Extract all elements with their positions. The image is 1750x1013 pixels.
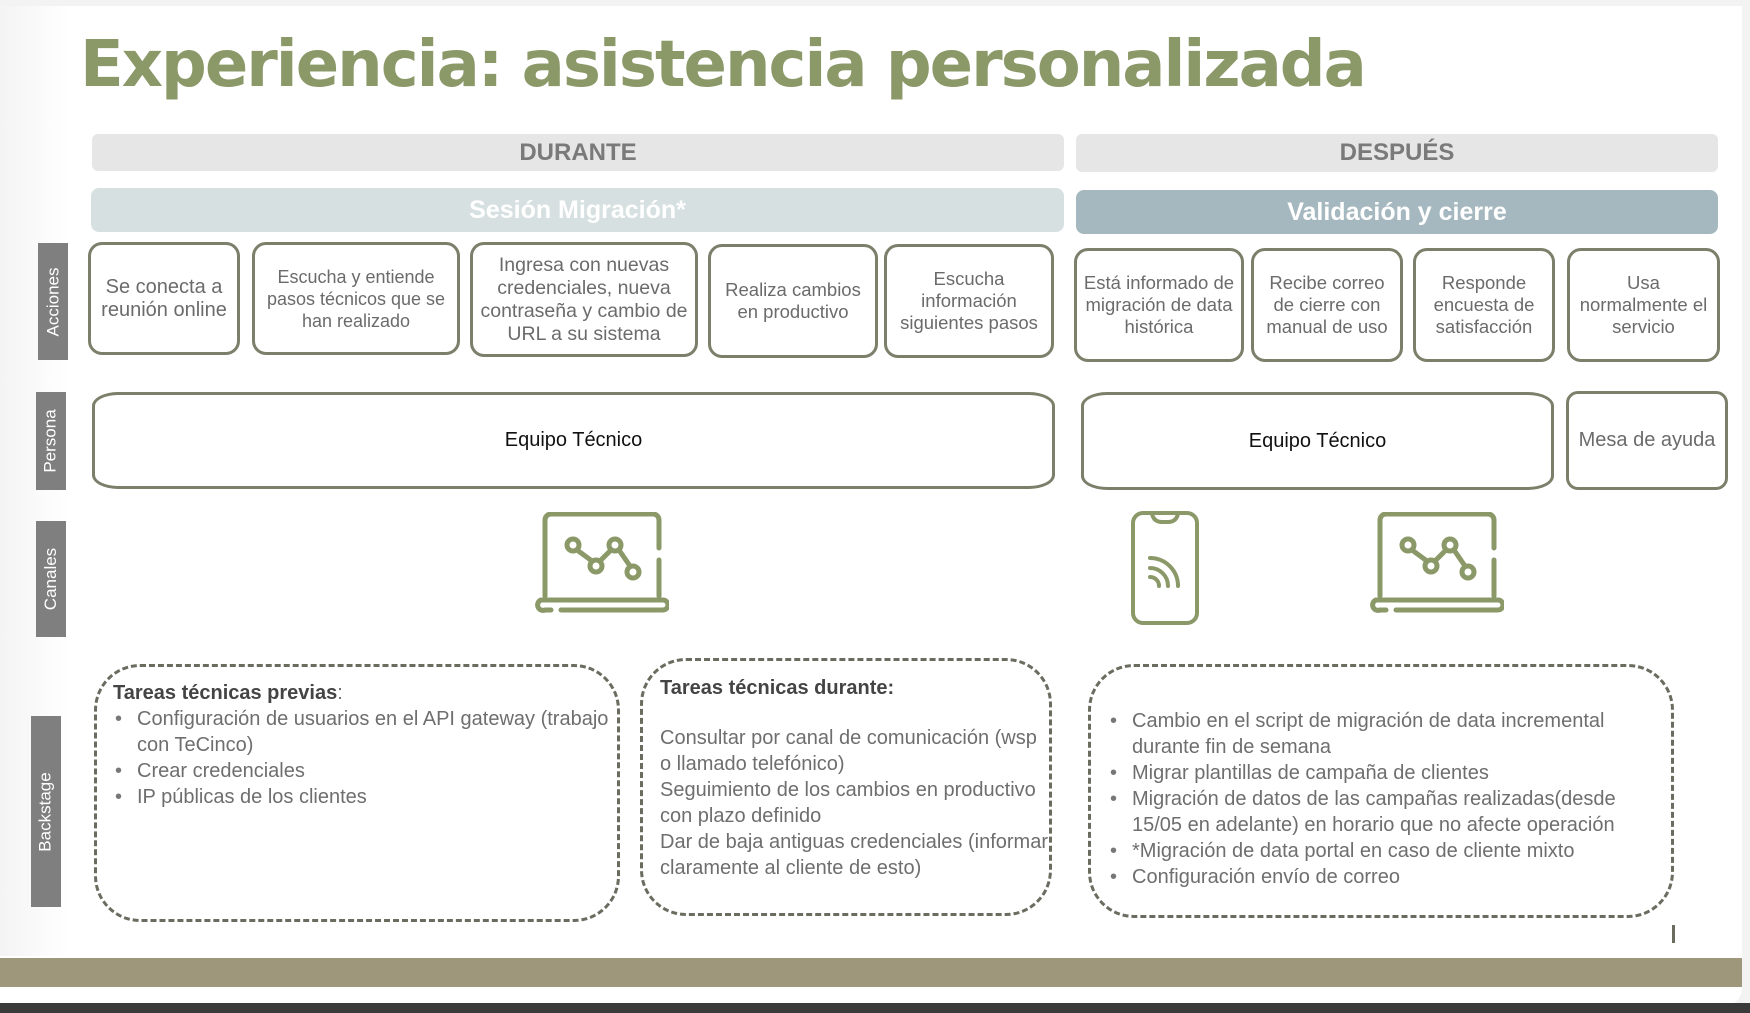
backstage-line: Dar de baja antiguas credenciales (infor… xyxy=(660,831,1048,879)
stage-label: Sesión Migración* xyxy=(469,195,686,224)
action-card: Escucha y entiende pasos técnicos que se… xyxy=(252,242,460,355)
backstage-previas-content: Tareas técnicas previas: Configuración d… xyxy=(113,680,613,810)
backstage-list: Configuración de usuarios en el API gate… xyxy=(113,706,613,810)
rail-label: Canales xyxy=(41,547,60,611)
laptop-analytics-icon xyxy=(1370,512,1504,616)
persona-box-despues: Equipo Técnico xyxy=(1081,392,1554,490)
rail-backstage: Backstage xyxy=(31,716,61,907)
phase-header-despues: DESPUÉS xyxy=(1076,134,1718,172)
action-card: Realiza cambios en productivo xyxy=(708,244,878,358)
window-edge xyxy=(0,1003,1750,1013)
action-text: Recibe correo de cierre con manual de us… xyxy=(1266,272,1388,337)
footer-bar xyxy=(0,958,1742,987)
action-card: Ingresa con nuevas credenciales, nueva c… xyxy=(470,242,698,357)
action-card: Está informado de migración de data hist… xyxy=(1074,248,1244,362)
stage-header-sesion-migracion: Sesión Migración* xyxy=(91,188,1064,232)
action-card: Se conecta a reunión online xyxy=(88,242,240,355)
action-card: Recibe correo de cierre con manual de us… xyxy=(1251,248,1403,362)
list-item: Crear credenciales xyxy=(113,758,613,784)
action-card: Responde encuesta de satisfacción xyxy=(1413,248,1555,362)
backstage-despues-content: Cambio en el script de migración de data… xyxy=(1108,708,1668,888)
action-text: Se conecta a reunión online xyxy=(101,275,227,321)
persona-box-durante: Equipo Técnico xyxy=(92,392,1055,489)
list-item: IP públicas de los clientes xyxy=(113,784,613,810)
action-text: Escucha y entiende pasos técnicos que se… xyxy=(266,266,446,331)
list-item: Migración de datos de las campañas reali… xyxy=(1108,786,1668,838)
list-item: Configuración envío de correo xyxy=(1108,864,1668,888)
action-card: Usa normalmente el servicio xyxy=(1567,248,1720,362)
persona-label: Equipo Técnico xyxy=(1248,429,1387,452)
action-text: Usa normalmente el servicio xyxy=(1579,272,1708,337)
phase-label: DESPUÉS xyxy=(1339,139,1455,166)
action-text: Realiza cambios en productivo xyxy=(725,279,861,322)
action-text: Responde encuesta de satisfacción xyxy=(1433,272,1535,337)
persona-label: Equipo Técnico xyxy=(504,429,643,451)
smartphone-signal-icon xyxy=(1130,510,1200,626)
persona-label: Mesa de ayuda xyxy=(1578,429,1716,451)
list-item: *Migración de data portal en caso de cli… xyxy=(1108,838,1668,864)
phase-label: DURANTE xyxy=(519,138,637,166)
stage-header-validacion-cierre: Validación y cierre xyxy=(1076,190,1718,234)
rail-canales: Canales xyxy=(36,521,66,637)
backstage-box-previas xyxy=(94,664,620,922)
backstage-list: Cambio en el script de migración de data… xyxy=(1108,708,1668,888)
rail-label: Acciones xyxy=(43,267,63,336)
backstage-line: Seguimiento de los cambios en productivo… xyxy=(660,779,1036,827)
title-suffix: : xyxy=(337,682,343,704)
persona-box-mesa-ayuda: Mesa de ayuda xyxy=(1566,391,1728,490)
backstage-title: Tareas técnicas durante: xyxy=(660,677,895,699)
rail-acciones: Acciones xyxy=(38,243,68,360)
action-card: Escucha información siguientes pasos xyxy=(884,244,1054,358)
action-text: Está informado de migración de data hist… xyxy=(1083,272,1235,337)
page-title: Experiencia: asistencia personalizada xyxy=(80,28,1367,102)
rail-label: Persona xyxy=(41,409,61,473)
stage-label: Validación y cierre xyxy=(1287,197,1507,226)
backstage-durante-content: Tareas técnicas durante: Consultar por c… xyxy=(660,675,1050,881)
dash-fragment xyxy=(1672,925,1675,943)
laptop-analytics-icon xyxy=(535,512,669,616)
list-item: Cambio en el script de migración de data… xyxy=(1108,708,1668,760)
list-item: Migrar plantillas de campaña de clientes xyxy=(1108,760,1668,786)
action-text: Ingresa con nuevas credenciales, nueva c… xyxy=(480,253,688,345)
backstage-box-despues xyxy=(1088,664,1674,918)
backstage-line: Consultar por canal de comunicación (wsp… xyxy=(660,727,1037,775)
list-item: Configuración de usuarios en el API gate… xyxy=(113,706,613,758)
rail-persona: Persona xyxy=(36,392,66,490)
phase-header-durante: DURANTE xyxy=(92,134,1064,171)
rail-label: Backstage xyxy=(36,771,56,852)
action-text: Escucha información siguientes pasos xyxy=(900,268,1038,333)
backstage-title: Tareas técnicas previas xyxy=(113,682,338,704)
backstage-box-durante xyxy=(640,658,1052,916)
